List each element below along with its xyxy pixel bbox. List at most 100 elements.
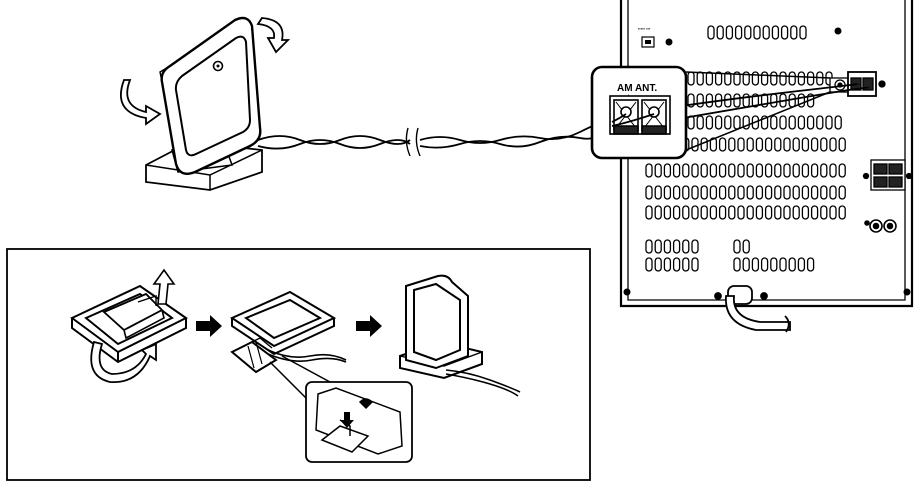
vent-slot	[663, 205, 672, 220]
vent-slot	[645, 239, 653, 254]
vent-slot	[737, 163, 745, 178]
step3-antenna-icon	[399, 274, 483, 380]
vent-slot	[799, 25, 807, 40]
vent-slot	[820, 205, 828, 220]
vent-slot	[760, 71, 769, 86]
vent-slot	[691, 185, 699, 200]
vent-slot	[774, 137, 782, 152]
vent-slot	[797, 71, 806, 86]
vent-slot	[780, 25, 789, 40]
speaker-terminal-icon	[862, 159, 913, 191]
loop-antenna-icon	[145, 16, 263, 191]
vent-slot	[709, 163, 718, 178]
vent-slot	[663, 185, 672, 200]
vent-slot	[816, 115, 824, 130]
vent-slot	[724, 71, 732, 86]
vent-slot	[709, 205, 718, 220]
vent-slot	[779, 71, 787, 86]
vent-slot	[825, 115, 833, 130]
vent-slot	[725, 25, 734, 40]
vent-slot	[733, 239, 741, 254]
vent-slot	[770, 257, 778, 272]
antenna-twisted-wire	[257, 117, 613, 157]
vent-slot	[764, 163, 773, 178]
step2-antenna-icon	[229, 290, 337, 374]
vent-slot	[705, 71, 714, 86]
vent-slot	[742, 257, 750, 272]
rca-jacks	[864, 219, 897, 233]
vent-slot	[691, 163, 699, 178]
vent-slot	[774, 185, 782, 200]
vent-slot	[810, 185, 819, 200]
vent-slot	[733, 257, 741, 272]
dc-jack-hole	[645, 40, 651, 44]
vent-slot	[663, 163, 672, 178]
vent-slot	[742, 93, 750, 108]
vent-slot	[770, 93, 778, 108]
vent-slot	[700, 137, 708, 152]
vent-slot	[788, 71, 796, 86]
vent-slot	[834, 115, 842, 130]
vent-slot	[687, 71, 695, 86]
vent-slot	[733, 71, 741, 86]
vent-slot	[691, 239, 699, 254]
step3-wire	[445, 369, 521, 397]
vent-slot	[654, 239, 662, 254]
antenna-terminal-icon	[609, 95, 671, 135]
vent-slot	[742, 239, 750, 254]
rotate-arrow-icon	[90, 340, 157, 383]
vent-slot	[816, 71, 824, 86]
vent-slot	[829, 137, 837, 152]
vent-slot	[779, 115, 787, 130]
vent-slot	[728, 163, 736, 178]
vent-slot	[792, 137, 800, 152]
vent-slot	[672, 163, 681, 178]
vent-slot	[820, 137, 828, 152]
vent-slot	[755, 205, 764, 220]
vent-slot	[810, 137, 819, 152]
vent-slot	[716, 25, 724, 40]
vent-slot	[718, 163, 727, 178]
vent-slot	[770, 115, 778, 130]
vent-slot	[691, 205, 699, 220]
vent-slot	[838, 205, 846, 220]
vent-slot	[737, 137, 745, 152]
vent-slot	[829, 163, 837, 178]
vent-slot	[672, 257, 681, 272]
vent-slot	[696, 93, 704, 108]
right-arrow-icon	[196, 315, 222, 337]
vent-slot	[774, 163, 782, 178]
vent-slot	[801, 137, 810, 152]
vent-slot	[737, 205, 745, 220]
vent-slot	[783, 185, 791, 200]
vent-slot	[714, 71, 723, 86]
vent-slot	[645, 163, 653, 178]
vent-slot	[663, 257, 672, 272]
panel-small-label: ▪▪▪▪▪ ▪▪▪	[638, 26, 651, 31]
vent-slot	[838, 185, 846, 200]
vent-slot	[744, 25, 752, 40]
vent-slot	[838, 137, 846, 152]
vent-slot	[788, 257, 796, 272]
vent-slot	[792, 205, 800, 220]
down-arrow-icon	[340, 412, 354, 428]
vent-slot	[746, 137, 754, 152]
vent-slot	[645, 257, 653, 272]
vent-slot	[746, 163, 754, 178]
vent-slot	[764, 205, 773, 220]
vent-slot	[797, 115, 806, 130]
vent-slot	[783, 205, 791, 220]
vent-slot	[682, 163, 690, 178]
vent-slot	[672, 185, 681, 200]
vent-slot	[801, 185, 810, 200]
vent-slot	[751, 71, 760, 86]
vent-slot	[746, 205, 754, 220]
vent-slot	[810, 205, 819, 220]
vent-slot	[718, 185, 727, 200]
vent-slot	[755, 137, 764, 152]
vent-slot	[709, 137, 718, 152]
vent-slot	[691, 257, 699, 272]
vent-slot	[797, 257, 806, 272]
vent-slot	[724, 115, 732, 130]
